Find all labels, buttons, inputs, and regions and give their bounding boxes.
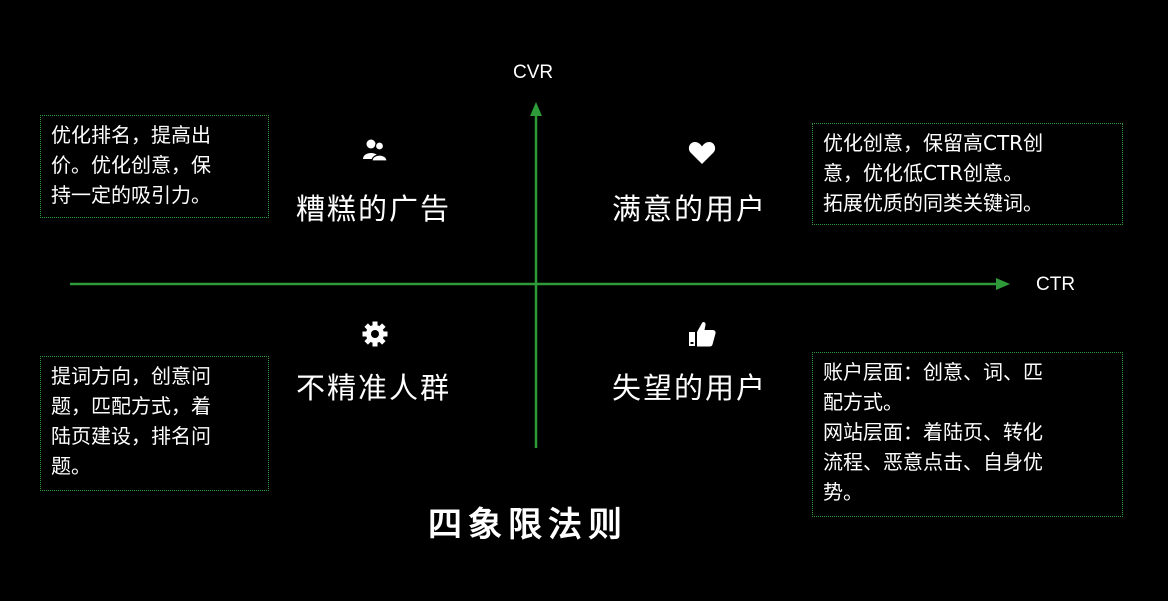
note-line: 意，优化低CTR创意。 bbox=[823, 161, 1024, 185]
note-top-left: 优化排名，提高出 价。优化创意，保 持一定的吸引力。 bbox=[40, 115, 269, 218]
x-axis-label: CTR bbox=[1036, 274, 1076, 295]
note-line: 配方式。 bbox=[823, 390, 903, 414]
note-line: 拓展优质的同类关键词。 bbox=[823, 191, 1043, 215]
quadrant-label-top-right: 满意的用户 bbox=[612, 192, 768, 226]
quadrant-label-bottom-left: 不精准人群 bbox=[296, 371, 452, 405]
note-top-right: 优化创意，保留高CTR创 意，优化低CTR创意。 拓展优质的同类关键词。 bbox=[812, 123, 1123, 225]
note-line: 网站层面：着陆页、转化 bbox=[823, 420, 1043, 444]
quadrant-label-bottom-right: 失望的用户 bbox=[612, 371, 768, 405]
note-line: 势。 bbox=[823, 480, 863, 504]
note-line: 优化创意，保留高CTR创 bbox=[823, 131, 1044, 155]
thumbs-up-icon bbox=[688, 320, 716, 348]
note-line: 持一定的吸引力。 bbox=[51, 183, 211, 207]
note-bottom-right: 账户层面：创意、词、匹 配方式。 网站层面：着陆页、转化 流程、恶意点击、自身优… bbox=[812, 352, 1123, 517]
note-line: 流程、恶意点击、自身优 bbox=[823, 450, 1043, 474]
quadrant-label-top-left: 糟糕的广告 bbox=[296, 192, 452, 226]
y-axis-label: CVR bbox=[513, 62, 554, 83]
y-axis-arrowhead bbox=[530, 102, 542, 116]
diagram-title: 四象限法则 bbox=[428, 505, 628, 545]
note-line: 价。优化创意，保 bbox=[51, 153, 211, 177]
note-line: 陆页建设，排名问 bbox=[51, 424, 211, 448]
note-line: 优化排名，提高出 bbox=[51, 123, 211, 147]
note-line: 账户层面：创意、词、匹 bbox=[823, 360, 1043, 384]
note-line: 题，匹配方式，着 bbox=[51, 394, 211, 418]
note-line: 题。 bbox=[51, 454, 91, 478]
gear-icon bbox=[362, 321, 388, 347]
heart-icon bbox=[688, 141, 716, 165]
note-line: 提词方向，创意问 bbox=[51, 364, 211, 388]
note-bottom-left: 提词方向，创意问 题，匹配方式，着 陆页建设，排名问 题。 bbox=[40, 356, 269, 491]
users-icon bbox=[362, 137, 388, 163]
x-axis-arrowhead bbox=[996, 278, 1010, 290]
